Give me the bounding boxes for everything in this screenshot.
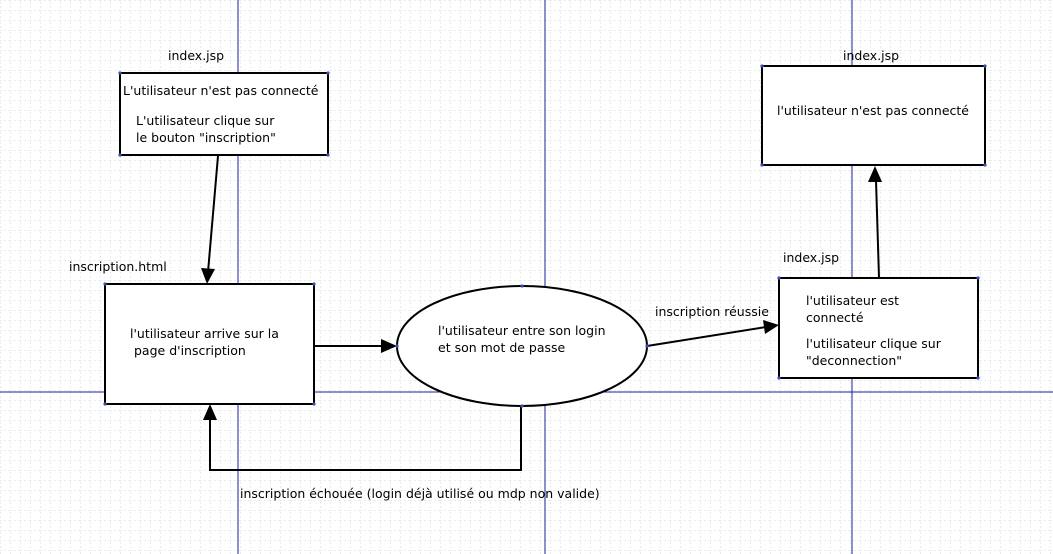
node-text: l'utilisateur n'est pas connecté	[777, 103, 969, 118]
node-text: et son mot de passe	[438, 340, 566, 355]
node-text: l'utilisateur clique sur	[806, 336, 942, 351]
node-not-connected-after-logout[interactable]: l'utilisateur n'est pas connecté	[761, 65, 986, 166]
edge-to-credentials[interactable]	[314, 339, 397, 353]
node-registration-page[interactable]: l'utilisateur arrive sur la page d'inscr…	[104, 283, 315, 405]
connection-handles	[103, 64, 987, 408]
page-label-middle-right: index.jsp	[783, 250, 839, 265]
page-label-middle-left: inscription.html	[69, 259, 167, 274]
edge-label-failure: inscription échouée (login déjà utilisé …	[240, 486, 600, 501]
edge-label-success: inscription réussie	[655, 304, 769, 319]
node-enter-credentials[interactable]: l'utilisateur entre son login et son mot…	[396, 285, 648, 407]
page-label-top-right: index.jsp	[843, 48, 899, 63]
page-label-top-left: index.jsp	[168, 48, 224, 63]
node-text: l'utilisateur entre son login	[438, 323, 606, 338]
edge-logout[interactable]	[868, 166, 882, 279]
node-text: l'utilisateur est	[806, 293, 899, 308]
edge-registration-success[interactable]	[646, 320, 779, 347]
edge-click-register[interactable]	[201, 155, 219, 284]
node-connected-click-logout[interactable]: l'utilisateur est connecté l'utilisateur…	[778, 277, 979, 379]
node-text: page d'inscription	[134, 343, 246, 358]
node-text: L'utilisateur clique sur	[136, 113, 275, 128]
edge-registration-failure[interactable]	[203, 404, 522, 471]
node-text: L'utilisateur n'est pas connecté	[123, 83, 319, 98]
node-text: "deconnection"	[806, 353, 902, 368]
node-text: le bouton "inscription"	[136, 130, 276, 145]
node-not-connected-click-register[interactable]: L'utilisateur n'est pas connecté L'utili…	[119, 72, 329, 156]
node-text: l'utilisateur arrive sur la	[130, 326, 279, 341]
node-text: connecté	[806, 310, 864, 325]
